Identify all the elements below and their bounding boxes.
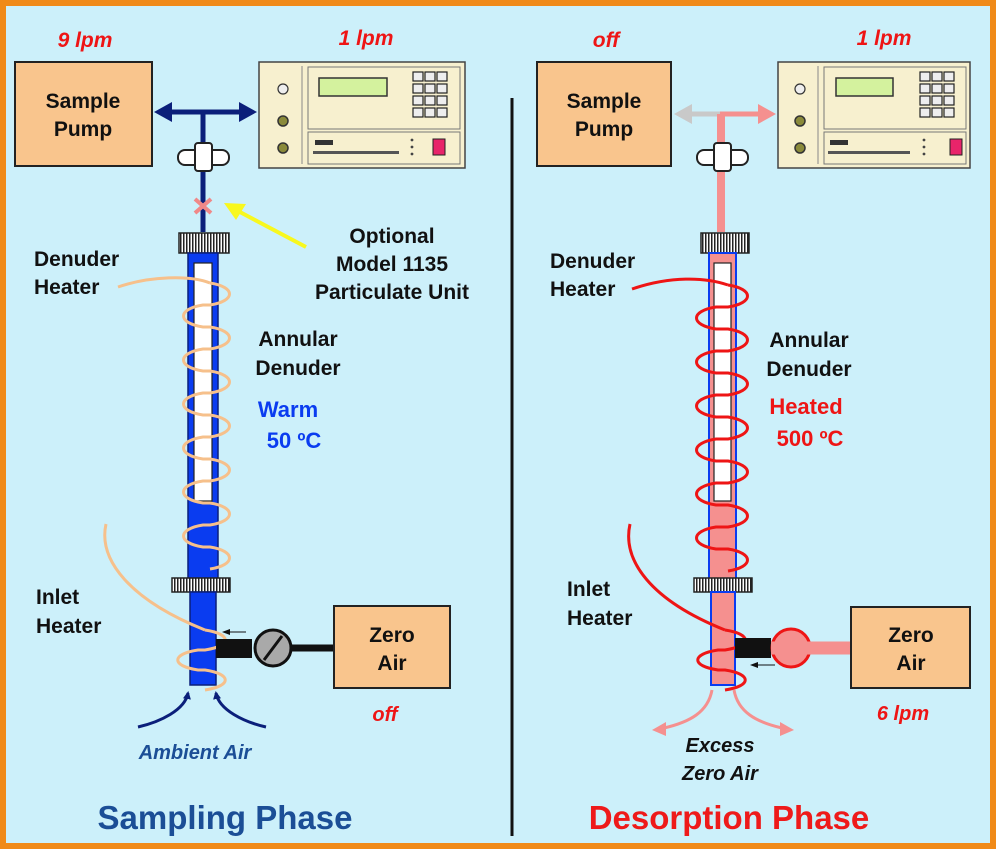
left-top-fitting [178,232,230,254]
left-pump-label-line1: Sample [46,90,121,113]
optional-unit-label-line3: Particulate Unit [315,281,469,304]
left-inlet-heater-lead [103,523,206,632]
optional-unit-label-line2: Model 1135 [336,253,448,276]
right-mercury-analyzer [777,61,971,169]
left-inlet-heater-label-line1: Inlet [36,586,79,609]
right-zero-air-connector [735,638,771,658]
right-denuder-heater-coil [695,283,749,573]
left-denuder-heater-coil [182,281,231,571]
left-zero-air-box [333,605,451,689]
right-analyzer-status-led [949,138,963,156]
right-bottom-fitting [693,577,753,593]
right-analyzer-knob-2 [794,115,806,127]
right-annular-denuder-label-line1: Annular [769,329,848,352]
left-pump-flow-label: 9 lpm [58,29,113,52]
left-analyzer-knob-2 [277,115,289,127]
left-analyzer-status-led [432,138,446,156]
left-analyzer-knob-1 [277,83,289,95]
right-sample-pump-box [536,61,672,167]
right-excess-arrow-left [663,689,714,730]
desorption-phase-panel: Sample Pump [536,27,971,836]
ambient-air-label: Ambient Air [138,742,253,764]
left-zero-air-label-line1: Zero [369,624,415,647]
left-denuder-heater-lead [117,276,211,289]
left-analyzer-knob-3 [277,142,289,154]
right-inlet-heater-lead [627,523,726,632]
right-arrowhead-to-analyzer [758,104,776,124]
right-zero-air-label-line1: Zero [888,624,934,647]
optional-unit-label-line1: Optional [349,225,434,248]
right-denuder-heater-lead [631,277,729,291]
left-inlet-heater-label-line2: Heater [36,615,101,638]
left-temp-state-label: Warm [258,397,318,422]
right-inlet-heater-label-line1: Inlet [567,578,610,601]
excess-zero-air-label-line2: Zero Air [681,763,759,785]
right-filter-holder [696,142,749,172]
right-analyzer-knob-3 [794,142,806,154]
left-analyzer-flow-label: 1 lpm [339,27,394,50]
excess-zero-air-label-line1: Excess [686,735,755,757]
right-annular-denuder-label-line2: Denuder [766,358,851,381]
left-pump-label-line2: Pump [54,118,112,141]
left-sample-pump-box [14,61,153,167]
left-ambient-arrow-left [137,691,191,729]
left-yellow-pointer-arrow [224,203,307,249]
right-inlet-heater-label-line2: Heater [567,607,632,630]
right-analyzer-keypad [919,71,955,118]
sampling-phase-title: Sampling Phase [98,799,353,836]
right-pump-flow-label: off [593,29,621,52]
right-analyzer-knob-1 [794,83,806,95]
sampling-phase-panel: Sample Pump [14,27,469,836]
left-optional-unit-marker [193,197,213,215]
left-filter-holder [177,142,230,172]
right-pump-label-line2: Pump [575,118,633,141]
right-zero-air-label-line2: Air [896,652,925,675]
left-ambient-arrow-right [213,691,267,729]
right-denuder-heater-label-line2: Heater [550,278,615,301]
right-denuder-heater-label-line1: Denuder [550,250,635,273]
right-zero-air-flow-label: 6 lpm [877,703,929,725]
right-arrowhead-to-pump [674,104,692,124]
left-denuder-heater-label-line1: Denuder [34,248,119,271]
left-denuder-heater-label-line2: Heater [34,276,99,299]
left-annular-denuder-label-line1: Annular [258,328,337,351]
left-denuder-core [193,262,213,502]
left-arrowhead-to-pump [154,102,172,122]
right-analyzer-flow-label: 1 lpm [857,27,912,50]
right-top-fitting [700,232,750,254]
right-temp-state-label: Heated [769,394,842,419]
right-excess-arrow-right [732,689,783,730]
left-temp-value-label: 50 ºC [267,428,322,453]
right-temp-value-label: 500 ºC [777,426,844,451]
left-analyzer-keypad [412,71,448,118]
left-arrowhead-to-analyzer [239,102,257,122]
right-zero-air-box [850,606,971,689]
left-analyzer-display [318,77,388,97]
left-zero-air-label-line2: Air [377,652,406,675]
right-denuder-core [713,262,732,502]
left-bottom-fitting [171,577,231,593]
left-mercury-analyzer [258,61,466,169]
right-analyzer-display [835,77,894,97]
left-zero-air-flow-label: off [372,704,400,726]
left-zero-air-connector [216,639,252,658]
left-annular-denuder-label-line2: Denuder [255,357,340,380]
right-pump-label-line1: Sample [567,90,642,113]
desorption-phase-title: Desorption Phase [589,799,870,836]
